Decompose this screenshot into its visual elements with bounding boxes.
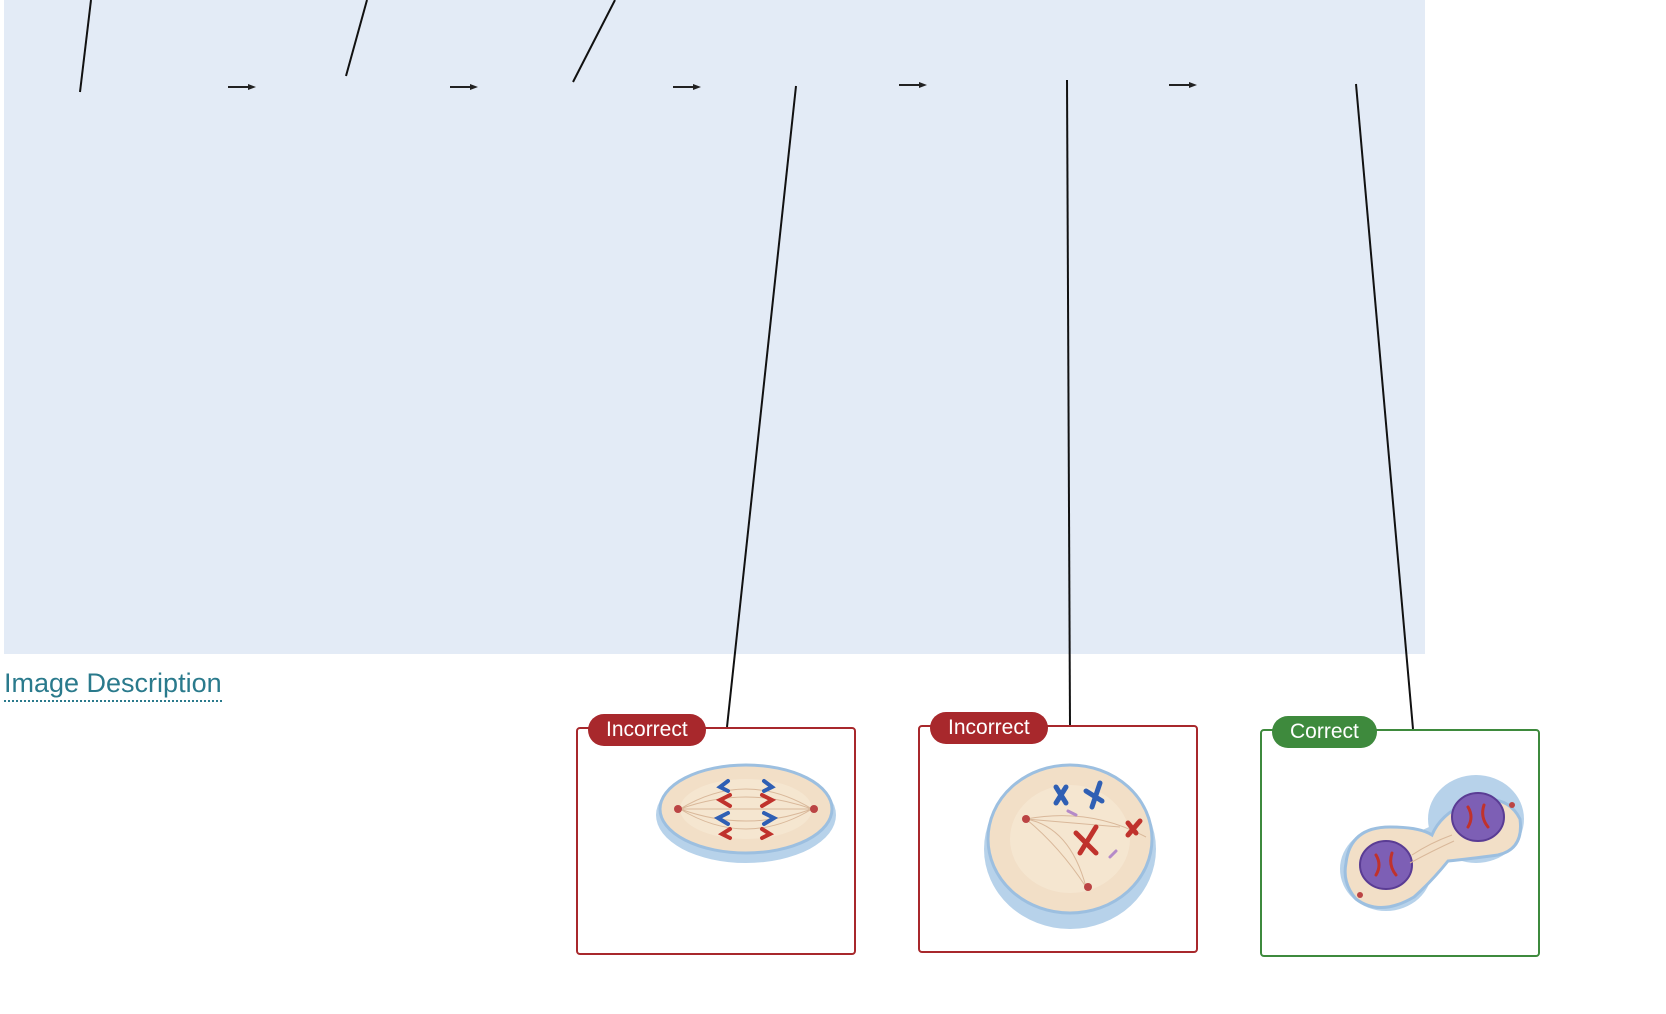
answer-box-3[interactable]: Correct	[1260, 716, 1540, 957]
status-badge: Incorrect	[588, 714, 706, 746]
status-badge: Incorrect	[930, 712, 1048, 744]
diagram-area	[4, 0, 1425, 654]
answer-box-2[interactable]: Incorrect	[918, 712, 1198, 953]
telophase-cell-image	[1340, 775, 1524, 911]
answer-box-1[interactable]: Incorrect	[576, 714, 856, 955]
prometaphase-cell-image	[984, 763, 1156, 929]
anaphase-cell-image	[656, 763, 836, 863]
status-badge: Correct	[1272, 716, 1377, 748]
image-description-link[interactable]: Image Description	[4, 667, 222, 702]
